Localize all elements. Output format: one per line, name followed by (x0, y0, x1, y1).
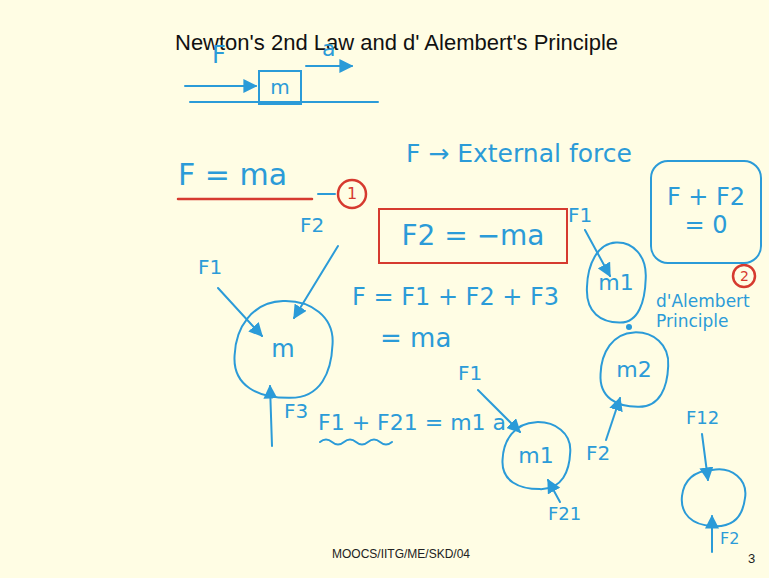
force-label: F1 (198, 256, 222, 279)
equilibrium-box: F + F2 = 0 (650, 160, 762, 264)
node-text: F2 = −ma (401, 220, 544, 252)
callout-number: 1 (347, 185, 357, 203)
node-text: m (271, 336, 294, 364)
force-label: F12 (686, 408, 719, 429)
note: F → External force (406, 140, 632, 169)
body-blob: m1 (583, 240, 649, 326)
force-label: F2 (586, 442, 610, 465)
node-text: m2 (616, 357, 651, 382)
footer-code: MOOCS/IITG/ME/SKD/04 (332, 548, 470, 562)
body-blob: m1 (498, 420, 574, 492)
slide-title: Newton's 2nd Law and d' Alembert's Princ… (175, 30, 618, 56)
force-label: F1 (568, 204, 592, 227)
equation: F = ma (178, 158, 287, 193)
force-label: F21 (548, 504, 581, 525)
inertia-force-box: F2 = −ma (378, 208, 568, 264)
node-text: m (270, 76, 289, 99)
force-label: F2 (300, 214, 324, 237)
force-label: F3 (284, 400, 308, 423)
force-label: F2 (720, 530, 739, 548)
equation: = ma (380, 324, 451, 354)
force-label: F (212, 42, 226, 70)
principle-label: d'Alembert Principle (656, 292, 764, 331)
node-text: m1 (518, 443, 553, 468)
acceleration-label: a (322, 36, 335, 61)
equation: F = F1 + F2 + F3 (352, 284, 559, 312)
mass-block: m (258, 70, 302, 105)
node-text: m1 (598, 270, 633, 295)
page-number: 3 (748, 552, 755, 567)
force-label: F1 (458, 362, 482, 385)
node-text: F + F2 = 0 (658, 184, 754, 239)
body-blob: m2 (596, 330, 672, 410)
body-blob: m (228, 298, 338, 402)
callout-number: 2 (740, 268, 749, 284)
equation: F1 + F21 = m1 a (318, 410, 506, 435)
